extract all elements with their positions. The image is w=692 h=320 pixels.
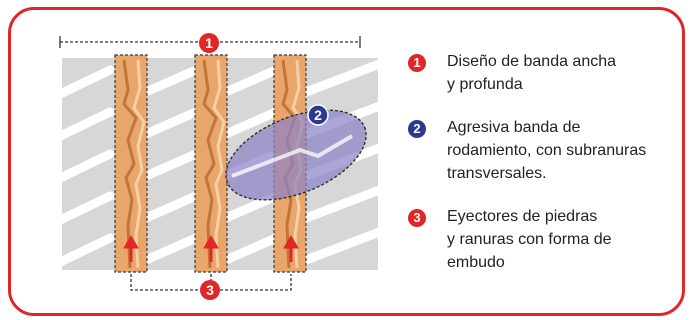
legend-text-2: Agresiva banda de rodamiento, con subran… (447, 116, 678, 185)
legend-3-line-3: embudo (447, 254, 505, 271)
marker-2: 2 (307, 104, 329, 126)
legend-3-line-2: y ranuras con forma de (447, 231, 612, 248)
transversal-highlight (225, 109, 367, 201)
legend-item-2: 2 Agresiva banda de rodamiento, con subr… (408, 116, 678, 185)
stone-ejector-arrows (123, 235, 299, 262)
legend-1-line-1: Diseño de banda ancha (447, 53, 617, 70)
feature-legend: 1 Diseño de banda ancha y profunda 2 Agr… (408, 50, 678, 294)
legend-text-1: Diseño de banda ancha y profunda (447, 50, 678, 96)
marker-3: 3 (200, 280, 220, 300)
legend-2-line-2: rodamiento, con subranuras (447, 142, 647, 159)
legend-item-3: 3 Eyectores de piedras y ranuras con for… (408, 205, 678, 274)
marker-1: 1 (199, 33, 219, 53)
legend-1-line-2: y profunda (447, 76, 523, 93)
marker-3-label: 3 (206, 282, 214, 298)
legend-2-line-3: transversales. (447, 165, 547, 182)
marker-1-label: 1 (205, 35, 213, 51)
legend-badge-1: 1 (408, 54, 426, 72)
legend-text-3: Eyectores de piedras y ranuras con forma… (447, 205, 678, 274)
legend-badge-3: 3 (408, 209, 426, 227)
legend-3-line-1: Eyectores de piedras (447, 208, 598, 225)
marker-2-label: 2 (314, 107, 322, 123)
legend-badge-2: 2 (408, 120, 426, 138)
legend-item-1: 1 Diseño de banda ancha y profunda (408, 50, 678, 96)
legend-2-line-1: Agresiva banda de (447, 119, 581, 136)
